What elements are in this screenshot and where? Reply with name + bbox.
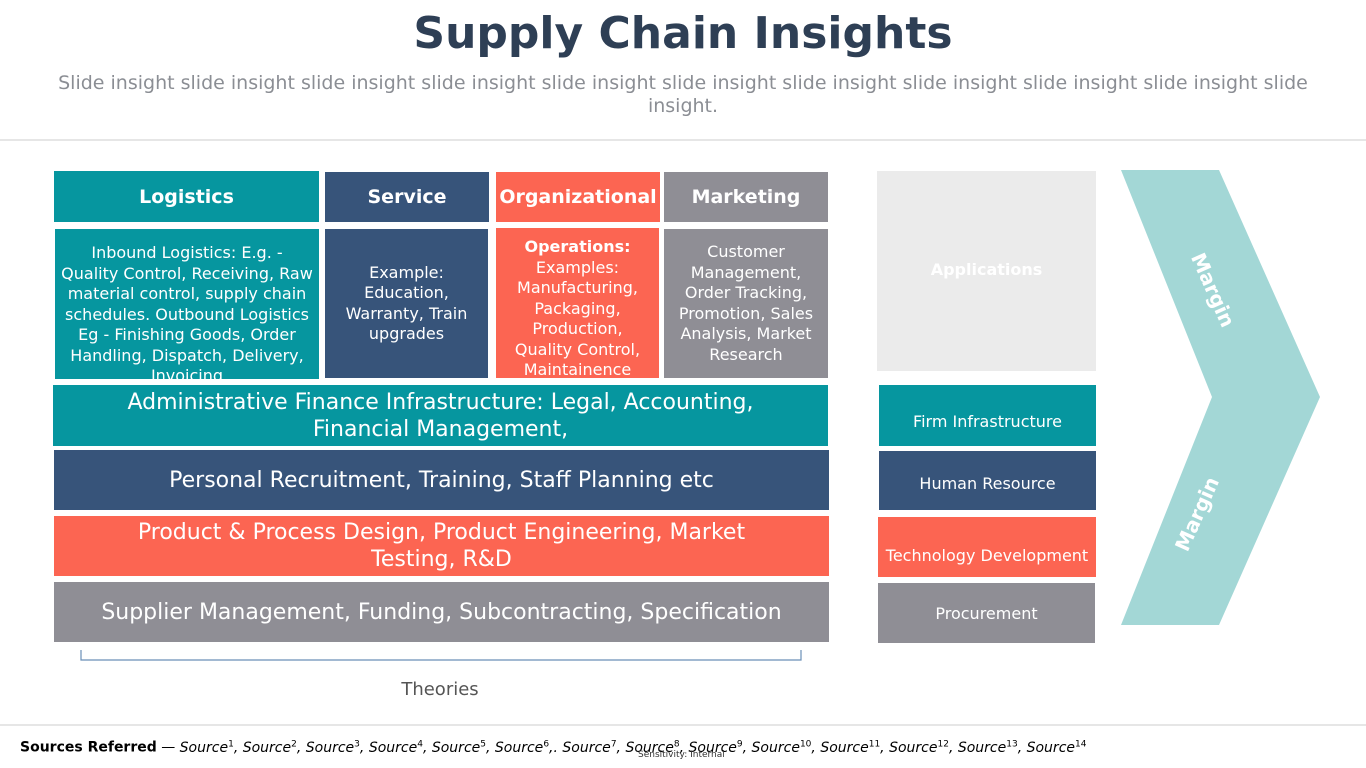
source-number: 12 [937, 739, 949, 749]
source-name: Source [305, 739, 355, 756]
organizational-header: Organizational [496, 172, 660, 222]
page-subtitle: Slide insight slide insight slide insigh… [58, 72, 1308, 117]
source-separator: , [233, 739, 243, 756]
source-name: Source [368, 739, 418, 756]
source-number: 2 [291, 739, 297, 749]
support-finance-text: Administrative Finance Infrastructure: L… [127, 389, 754, 442]
header-divider [0, 139, 1366, 141]
source-ref: Source12, [889, 739, 958, 756]
support-hr-bar: Personal Recruitment, Training, Staff Pl… [54, 450, 829, 510]
margin-chevron [1121, 170, 1320, 625]
support-hr-text: Personal Recruitment, Training, Staff Pl… [169, 467, 714, 493]
source-number: 6 [543, 739, 550, 749]
source-ref: Source6,. [494, 739, 563, 756]
source-ref: Source1, [179, 739, 243, 756]
source-ref: Source5, [431, 739, 495, 756]
source-separator: , [359, 739, 369, 756]
service-header: Service [325, 172, 489, 222]
applications-box: Applications [877, 171, 1096, 371]
source-number: 1 [228, 739, 234, 749]
source-number: 4 [417, 739, 423, 749]
source-ref: Source2, [242, 739, 306, 756]
support-procurement-text: Supplier Management, Funding, Subcontrac… [101, 599, 782, 625]
support-finance-bar: Administrative Finance Infrastructure: L… [53, 385, 828, 446]
source-number: 13 [1006, 739, 1018, 749]
page-title: Supply Chain Insights [413, 8, 953, 59]
firm-infrastructure-label: Firm Infrastructure [913, 412, 1062, 431]
source-number: 10 [799, 739, 812, 749]
source-ref: Source14 [1026, 739, 1087, 756]
source-separator: , [296, 739, 306, 756]
support-procurement-bar: Supplier Management, Funding, Subcontrac… [54, 582, 829, 642]
support-technology-text: Product & Process Design, Product Engine… [137, 520, 746, 572]
source-separator: , [742, 739, 752, 756]
source-separator: , [616, 739, 626, 756]
source-separator: , [1017, 739, 1027, 756]
source-ref: Source4, [368, 739, 432, 756]
source-ref: Source8, [625, 739, 689, 756]
applications-label: Applications [930, 260, 1043, 279]
logistics-body: Inbound Logistics: E.g. - Quality Contro… [55, 229, 319, 379]
source-name: Source [751, 739, 800, 756]
technology-development-label: Technology Development [885, 545, 1089, 565]
service-body: Example: Education, Warranty, Train upgr… [325, 229, 488, 378]
source-separator: , [880, 739, 890, 756]
source-ref: Source9, [688, 739, 752, 756]
sources-label: Sources Referred [20, 739, 157, 756]
operations-label: Operations: [524, 237, 631, 256]
sensitivity-label: Sensitivity: Internal [638, 750, 725, 760]
technology-development-box: Technology Development [878, 517, 1096, 577]
theories-label: Theories [401, 679, 479, 700]
marketing-header: Marketing [664, 172, 828, 222]
organizational-body: Operations: Examples: Manufacturing, Pac… [496, 228, 659, 378]
source-name: Source [688, 739, 737, 756]
source-number: 5 [480, 739, 486, 749]
source-ref: Source10, [751, 739, 821, 756]
procurement-box: Procurement [878, 583, 1095, 643]
theories-bracket [80, 650, 802, 661]
source-separator: , [811, 739, 821, 756]
marketing-body: Customer Management, Order Tracking, Pro… [664, 229, 828, 378]
source-name: Source [1026, 739, 1076, 756]
source-ref: Source13, [957, 739, 1027, 756]
organizational-body-text: Examples: Manufacturing, Packaging, Prod… [514, 257, 641, 379]
human-resource-label: Human Resource [919, 474, 1056, 493]
source-name: Source [820, 739, 869, 756]
source-number: 3 [354, 739, 360, 749]
source-name: Source [494, 739, 544, 756]
source-name: Source [625, 739, 674, 756]
support-technology-bar: Product & Process Design, Product Engine… [54, 516, 829, 576]
source-separator: ,. [549, 739, 563, 756]
marketing-body-text: Customer Management, Order Tracking, Pro… [678, 242, 814, 364]
source-number: 7 [610, 739, 617, 749]
source-ref: Source11, [820, 739, 890, 756]
source-name: Source [242, 739, 292, 756]
footer-divider [0, 724, 1366, 726]
source-number: 9 [736, 739, 743, 749]
source-name: Source [889, 739, 938, 756]
service-body-text: Example: Education, Warranty, Train upgr… [345, 262, 468, 344]
source-ref: Source3, [305, 739, 369, 756]
source-separator: , [948, 739, 958, 756]
source-separator: , [422, 739, 432, 756]
sources-line: Sources Referred — Source1, Source2, Sou… [20, 739, 1086, 756]
source-ref: Source7, [562, 739, 626, 756]
sources-dash: — [156, 739, 180, 756]
human-resource-box: Human Resource [879, 451, 1096, 510]
source-separator: , [679, 739, 689, 756]
source-number: 8 [673, 739, 680, 749]
source-separator: , [486, 739, 495, 756]
source-number: 14 [1075, 739, 1087, 749]
source-name: Source [179, 739, 229, 756]
logistics-header: Logistics [54, 171, 319, 222]
logistics-body-text: Inbound Logistics: E.g. - Quality Contro… [61, 243, 313, 379]
source-name: Source [957, 739, 1007, 756]
source-name: Source [431, 739, 481, 756]
source-list: Source1, Source2, Source3, Source4, Sour… [179, 739, 1087, 756]
procurement-label: Procurement [935, 603, 1038, 623]
source-name: Source [562, 739, 611, 756]
source-number: 11 [868, 739, 881, 749]
firm-infrastructure-box: Firm Infrastructure [879, 385, 1096, 446]
